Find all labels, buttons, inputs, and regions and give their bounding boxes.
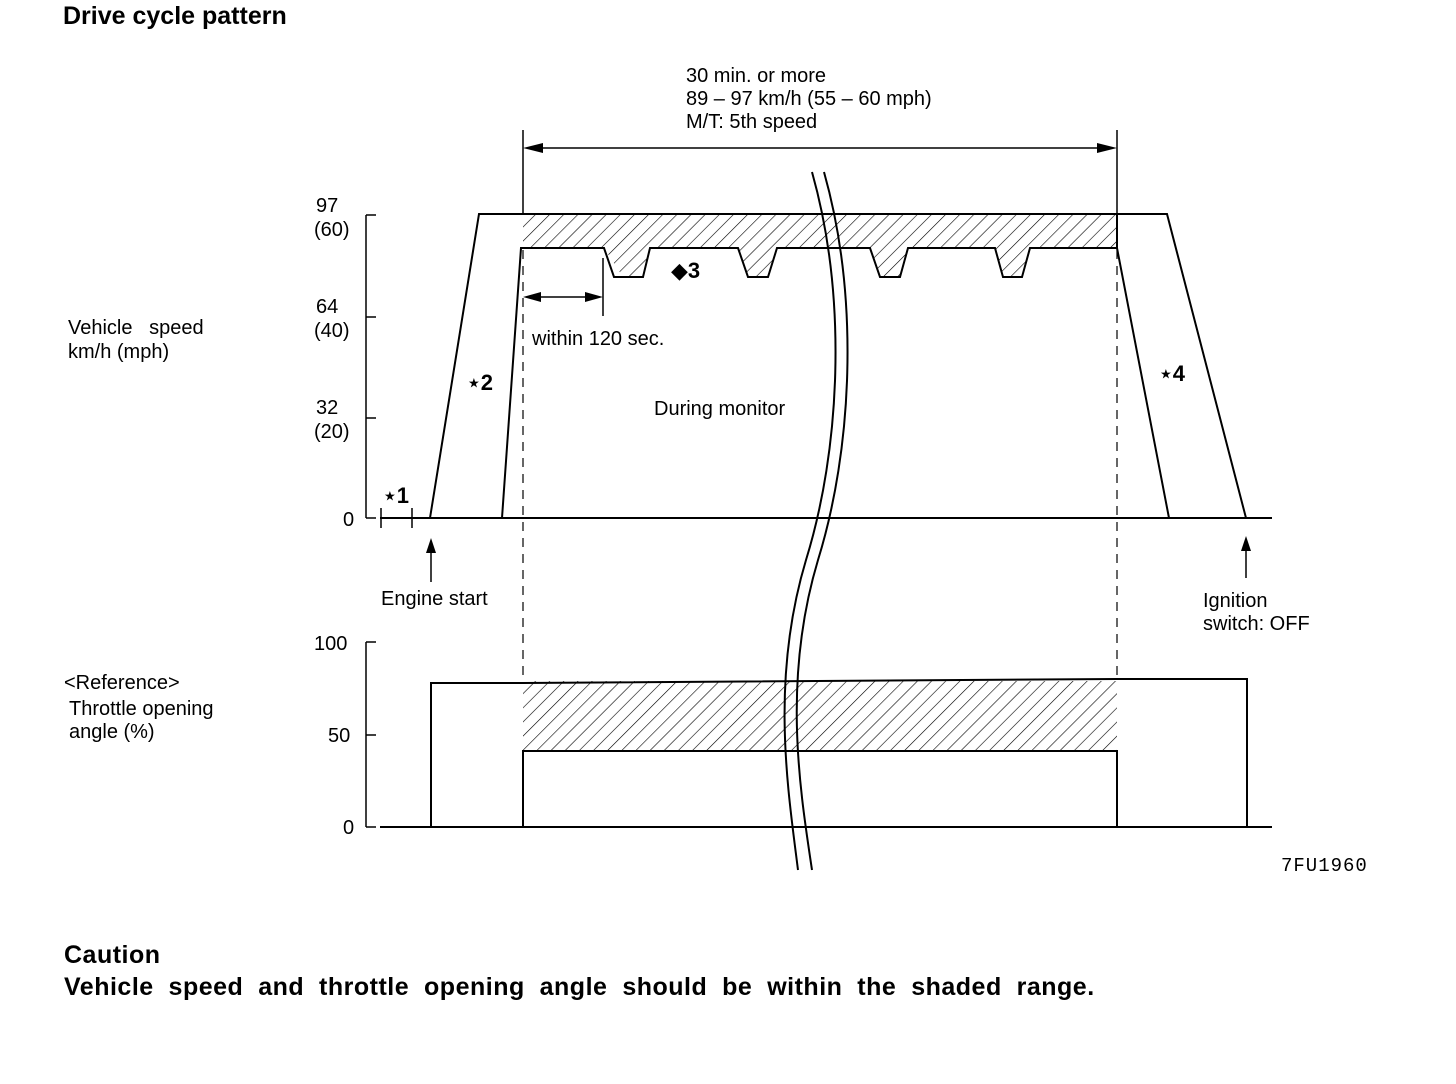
duration-line-2: 89 – 97 km/h (55 – 60 mph): [686, 88, 932, 110]
speed-tick-20mph: (20): [314, 421, 350, 443]
speed-axis: 97 (60) 64 (40) 32 (20) 0: [314, 195, 376, 531]
diamond-3-marker: ◆3: [671, 258, 700, 283]
star-1-marker: ⋆1: [383, 483, 409, 508]
monitor-guides: [522, 250, 1118, 682]
star-4-marker: ⋆4: [1159, 361, 1186, 386]
throttle-tick-0: 0: [343, 817, 354, 839]
time-break-mark: [783, 171, 849, 871]
ignition-label-1: Ignition: [1203, 590, 1268, 612]
speed-profile: [380, 213, 1272, 519]
speed-tick-60mph: (60): [314, 219, 350, 241]
engine-start-arrow: [426, 538, 436, 582]
speed-tick-0: 0: [343, 509, 354, 531]
engine-start-label: Engine start: [381, 588, 488, 610]
throttle-axis-label-2: angle (%): [69, 721, 155, 743]
figure-title: Drive cycle pattern: [63, 2, 287, 30]
caution-heading: Caution: [64, 941, 161, 969]
duration-line-3: M/T: 5th speed: [686, 111, 817, 133]
ignition-label-2: switch: OFF: [1203, 613, 1310, 635]
speed-tick-97: 97: [316, 195, 338, 217]
speed-axis-label-2: km/h (mph): [68, 341, 169, 363]
within-120-label: within 120 sec.: [531, 328, 664, 350]
star-2-marker: ⋆2: [467, 370, 493, 395]
throttle-reference-label: <Reference>: [64, 672, 180, 694]
throttle-shaded-band: [523, 681, 1117, 751]
throttle-tick-100: 100: [314, 633, 347, 655]
during-monitor-label: During monitor: [654, 398, 786, 420]
speed-tick-64: 64: [316, 296, 338, 318]
caution-text: Vehicle speed and throttle opening angle…: [64, 973, 1095, 1001]
star-1-bracket: [380, 508, 413, 528]
throttle-tick-50: 50: [328, 725, 350, 747]
figure-code: 7FU1960: [1281, 855, 1368, 877]
throttle-axis: 100 50 0: [314, 633, 376, 839]
throttle-profile: [380, 678, 1272, 828]
within-120-bracket: [523, 258, 604, 316]
speed-tick-32: 32: [316, 397, 338, 419]
duration-note: 30 min. or more 89 – 97 km/h (55 – 60 mp…: [686, 65, 932, 133]
duration-line-1: 30 min. or more: [686, 65, 826, 87]
duration-arrow: [522, 130, 1118, 215]
speed-axis-label-1: Vehicle speed: [68, 317, 204, 339]
speed-tick-40mph: (40): [314, 320, 350, 342]
throttle-axis-label-1: Throttle opening: [69, 698, 214, 720]
ignition-off-arrow: [1241, 536, 1251, 578]
speed-shaded-band: [523, 215, 1117, 277]
